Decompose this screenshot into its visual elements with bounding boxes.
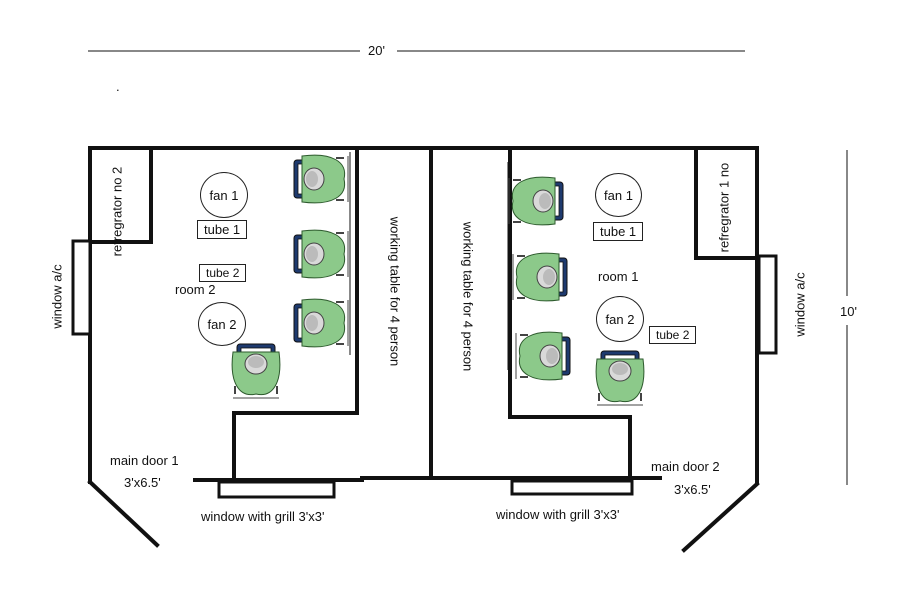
fan-label: fan 2 <box>605 311 635 327</box>
room-1-tube-2: tube 2 <box>649 326 697 344</box>
room-2-fan-2: fan 2 <box>198 302 246 346</box>
room-1-window-label: window with grill 3'x3' <box>496 507 620 522</box>
room-2-fan-1: fan 1 <box>200 172 248 218</box>
room-2-tube-1: tube 1 <box>197 220 248 239</box>
window-grill-left <box>217 480 336 499</box>
window-ac-right <box>757 254 778 355</box>
room-2-person-3-icon <box>292 296 352 350</box>
room-1-door-size: 3'x6.5' <box>674 482 711 497</box>
door-1-swing <box>87 479 160 548</box>
door-2-swing <box>681 481 760 553</box>
fan-label: fan 2 <box>207 316 237 332</box>
width-label: 20' <box>368 43 385 58</box>
room-1-door-label: main door 2 <box>651 459 720 474</box>
room-1-refrigerator-label: refregrator 1 no <box>716 162 732 253</box>
room-1-tube-1: tube 1 <box>593 222 644 241</box>
room-2-table-label: working table for 4 person <box>387 216 403 367</box>
room-1-window-ac-label: window a/c <box>792 272 808 337</box>
room-1-person-1-icon <box>505 174 565 228</box>
fan-label: fan 1 <box>209 187 239 203</box>
window-ac-left <box>71 239 92 336</box>
room-2-partition <box>232 146 359 482</box>
room-1-person-2-icon <box>509 250 569 304</box>
room-2-person-1-icon <box>292 152 352 206</box>
room-2-name: room 2 <box>175 282 216 297</box>
room-2-window-label: window with grill 3'x3' <box>201 509 325 524</box>
room-2-person-2-icon <box>292 227 352 281</box>
room-1-person-3-icon <box>512 329 572 383</box>
room-1-name: room 1 <box>598 269 639 284</box>
room-2-person-4-icon <box>229 342 283 402</box>
height-label: 10' <box>840 304 857 319</box>
room-1-table-label: working table for 4 person <box>460 221 476 372</box>
room-2-window-ac-label: window a/c <box>49 264 65 329</box>
stray-dot: . <box>116 79 120 94</box>
room-1-fan-2: fan 2 <box>596 296 644 342</box>
fan-label: fan 1 <box>604 187 633 203</box>
window-grill-right <box>510 479 634 496</box>
room-1-fan-1: fan 1 <box>595 173 642 217</box>
room-2-door-size: 3'x6.5' <box>124 475 161 490</box>
refrigerator-2-enclosure <box>88 146 153 244</box>
room-1-person-4-icon <box>593 349 647 409</box>
room-2-refrigerator-label: refregrator no 2 <box>109 166 125 257</box>
room-2-tube-2: tube 2 <box>199 264 247 282</box>
room-1-partition <box>508 146 632 480</box>
room-2-door-label: main door 1 <box>110 453 179 468</box>
refrigerator-1-enclosure <box>694 146 759 260</box>
